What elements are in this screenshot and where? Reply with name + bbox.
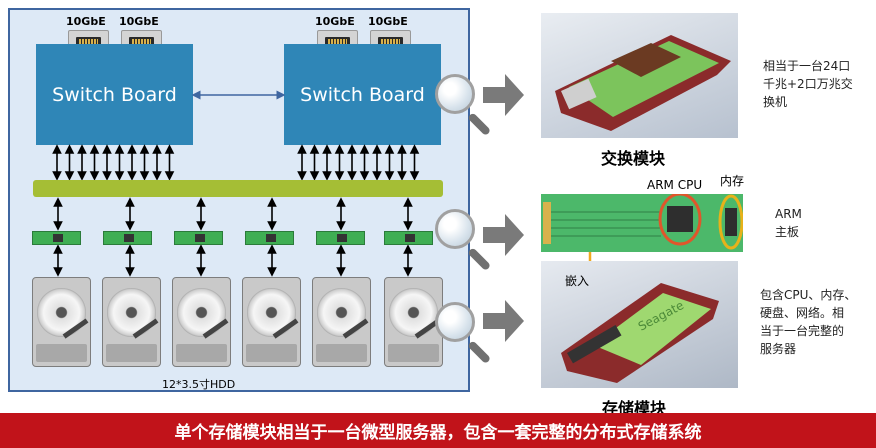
arm-board-mini	[103, 231, 152, 245]
switch-board-label: Switch Board	[300, 83, 425, 106]
hdd-caption: 12*3.5寸HDD	[162, 378, 236, 391]
storage-module-description: 包含CPU、内存、 硬盘、网络。相 当于一台完整的 服务器	[760, 288, 857, 356]
storage-module-photo: Seagate	[541, 261, 738, 388]
port-label: 10GbE	[119, 15, 159, 28]
arm-cpu-label: ARM CPU	[647, 178, 703, 192]
switch-board-right: Switch Board	[284, 44, 441, 145]
arm-board-mini	[32, 231, 81, 245]
port-label: 10GbE	[315, 15, 355, 28]
arm-board-mini	[174, 231, 223, 245]
hard-drive-icon	[102, 277, 161, 367]
arm-board-mini	[245, 231, 294, 245]
summary-banner-text: 单个存储模块相当于一台微型服务器，包含一套完整的分布式存储系统	[174, 423, 702, 443]
port-label: 10GbE	[66, 15, 106, 28]
magnifier-icon	[435, 74, 475, 114]
hard-drive-icon	[172, 277, 231, 367]
magnifier-icon	[435, 209, 475, 249]
switch-board-label: Switch Board	[52, 83, 177, 106]
arm-board-description: ARM 主板	[775, 207, 802, 239]
port-label: 10GbE	[368, 15, 408, 28]
backplane-bar	[33, 180, 443, 197]
embed-label: 嵌入	[565, 274, 590, 288]
switch-board-left: Switch Board	[36, 44, 193, 145]
arm-board-mini	[316, 231, 365, 245]
summary-banner: 单个存储模块相当于一台微型服务器，包含一套完整的分布式存储系统	[0, 413, 876, 448]
memory-label: 内存	[720, 174, 745, 188]
hard-drive-icon	[242, 277, 301, 367]
arm-board-mini	[384, 231, 433, 245]
switch-module-description: 相当于一台24口 千兆+2口万兆交 换机	[763, 59, 853, 109]
hard-drive-icon	[384, 277, 443, 367]
magnifier-icon	[435, 302, 475, 342]
arm-board-photo	[541, 192, 744, 252]
hard-drive-icon	[32, 277, 91, 367]
switch-module-photo	[541, 13, 738, 138]
switch-module-title: 交换模块	[601, 149, 666, 168]
hard-drive-icon	[312, 277, 371, 367]
